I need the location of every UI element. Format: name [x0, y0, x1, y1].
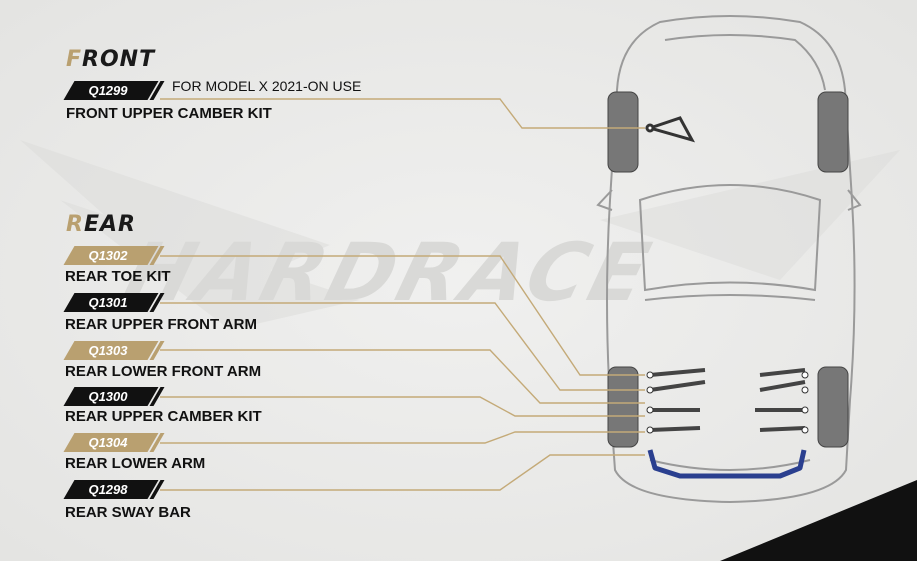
wheel-front-left	[607, 91, 639, 173]
part-code: Q1299	[88, 83, 128, 98]
part-code: Q1304	[88, 435, 128, 450]
part-badge-Q1299: Q1299	[63, 81, 165, 100]
part-badge-Q1304: Q1304	[63, 433, 165, 452]
front-title-first-letter: F	[66, 47, 83, 72]
model-note: FOR MODEL X 2021-ON USE	[172, 78, 362, 94]
brand-watermark-logo	[20, 140, 900, 330]
part-name-rear-toe-kit: REAR TOE KIT	[65, 268, 171, 285]
part-badge-Q1302: Q1302	[63, 246, 165, 265]
part-badge-Q1303: Q1303	[63, 341, 165, 360]
brand-watermark: HARDRACE	[114, 226, 662, 319]
part-name-rear-sway-bar: REAR SWAY BAR	[65, 504, 191, 521]
part-name-rear-upper-front-arm: REAR UPPER FRONT ARM	[65, 316, 257, 333]
rear-section-title: REAR	[66, 212, 136, 237]
wheel-rear-left	[607, 366, 639, 448]
front-section-title: FRONT	[66, 47, 155, 72]
wheel-rear-right	[817, 366, 849, 448]
part-code: Q1302	[88, 248, 128, 263]
part-code: Q1298	[88, 482, 128, 497]
part-name-rear-lower-arm: REAR LOWER ARM	[65, 455, 206, 472]
corner-triangle	[720, 480, 917, 561]
part-code: Q1301	[88, 295, 128, 310]
rear-arms-graphic	[649, 368, 806, 432]
rear-title-rest: EAR	[83, 212, 136, 237]
rear-title-first-letter: R	[66, 212, 84, 237]
part-name-rear-lower-front-arm: REAR LOWER FRONT ARM	[65, 363, 262, 380]
part-code: Q1303	[88, 343, 128, 358]
part-badge-Q1298: Q1298	[63, 480, 165, 499]
part-name-rear-upper-camber-kit: REAR UPPER CAMBER KIT	[65, 408, 262, 425]
front-title-rest: RONT	[82, 47, 156, 72]
part-name-front-upper-camber-kit: FRONT UPPER CAMBER KIT	[66, 105, 272, 122]
part-code: Q1300	[88, 389, 128, 404]
part-badge-Q1301: Q1301	[63, 293, 165, 312]
front-camber-arm-graphic	[644, 116, 696, 143]
wheel-front-right	[817, 91, 849, 173]
part-badge-Q1300: Q1300	[63, 387, 165, 406]
sway-bar-graphic	[647, 449, 807, 479]
